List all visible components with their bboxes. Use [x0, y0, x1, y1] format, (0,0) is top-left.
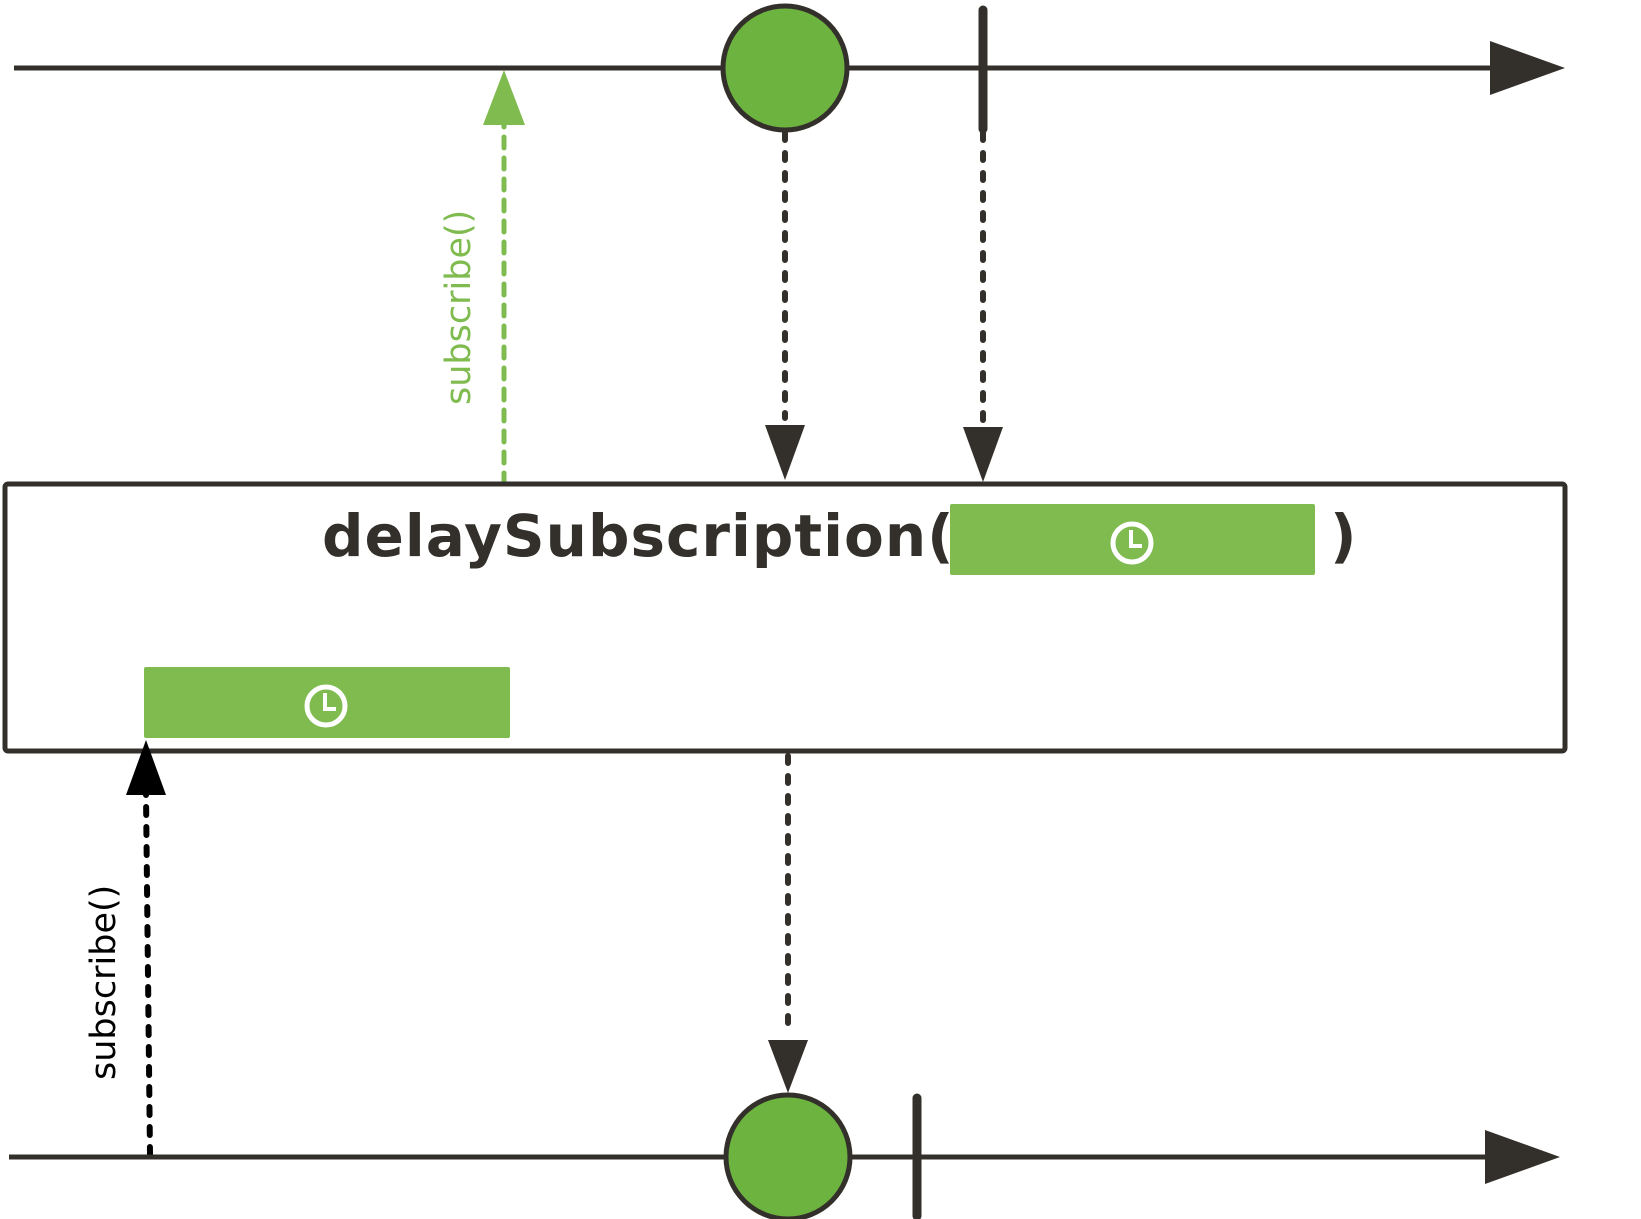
clock-icon — [304, 684, 348, 728]
source-subscribe-label: subscribe() — [439, 210, 479, 405]
result-subscribe-arrow — [126, 740, 166, 1158]
source-subscribe-arrow — [483, 70, 525, 487]
completion-arrowhead-into-operator — [963, 427, 1003, 482]
item-arrow-to-result — [768, 753, 808, 1093]
result-subscribe-dotted-line — [143, 792, 153, 1158]
operator-name: delaySubscription( — [322, 502, 955, 570]
item-arrowhead-into-operator — [765, 425, 805, 480]
clock-icon — [1110, 521, 1154, 565]
item-arrowhead-to-result — [768, 1040, 808, 1093]
result-item-marble — [723, 1092, 853, 1219]
result-subscribe-arrowhead — [126, 740, 166, 795]
result-subscribe-label: subscribe() — [84, 885, 124, 1080]
item-arrow-into-operator — [765, 130, 805, 480]
source-timeline — [14, 3, 1565, 134]
operator-box: delaySubscription( ) — [2, 481, 1568, 754]
result-timeline-arrowhead — [1485, 1130, 1560, 1184]
source-item-marble — [720, 3, 850, 133]
result-timeline — [9, 1092, 1560, 1219]
source-subscribe-arrowhead — [483, 70, 525, 125]
operator-close-paren: ) — [1330, 502, 1357, 570]
completion-arrow-into-operator — [963, 130, 1003, 482]
source-timeline-arrowhead — [1490, 41, 1565, 95]
